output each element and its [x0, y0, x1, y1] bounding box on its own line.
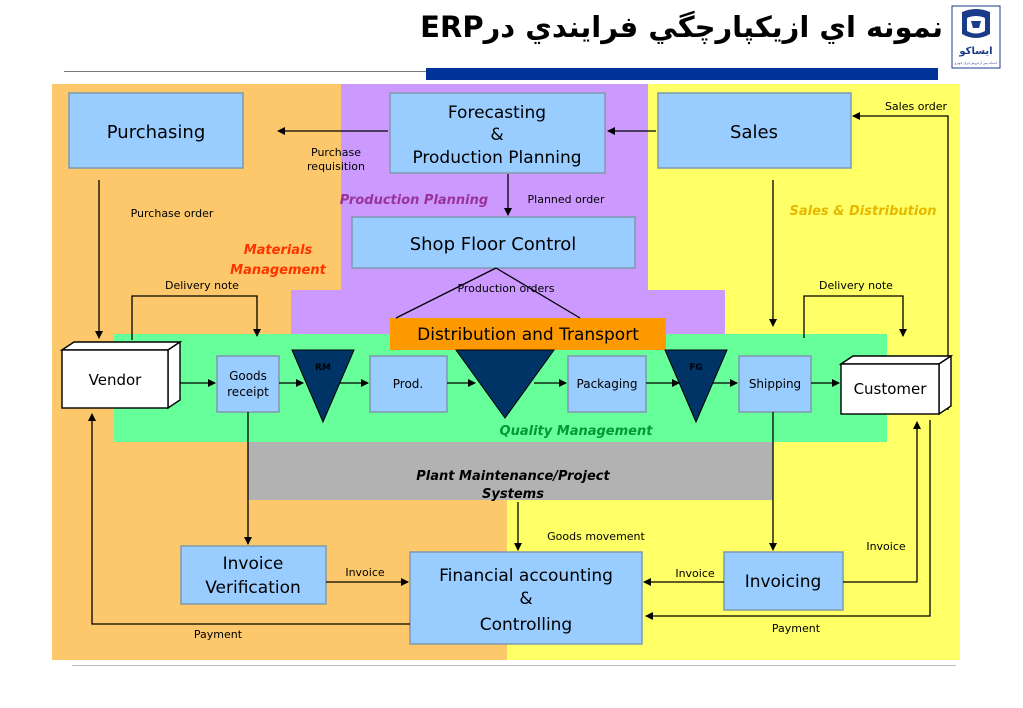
delivery-note-right-arrow — [803, 295, 907, 338]
financial-label-3: Controlling — [480, 615, 572, 635]
logo-subtext: خدمات پس از فروش ایران خودرو — [954, 61, 998, 65]
production-planning-area-label: Production Planning — [340, 193, 488, 208]
forecasting-label-2: & — [490, 125, 503, 145]
production-orders-label: Production orders — [457, 282, 554, 295]
packaging-box — [567, 355, 647, 413]
invoice-right-label: Invoice — [675, 567, 715, 580]
materials-management-label-1: Materials — [244, 243, 313, 258]
payment-right-label: Payment — [772, 622, 821, 635]
invoice-verification-label-1: Invoice — [223, 554, 284, 574]
production-orders-line-left — [395, 267, 497, 319]
delivery-note-left-label: Delivery note — [165, 279, 239, 292]
sales-order-label: Sales order — [885, 100, 948, 113]
delivery-note-left-arrow — [131, 295, 261, 340]
invoice-customer-label: Invoice — [866, 540, 906, 553]
financial-box — [409, 551, 643, 645]
forecasting-box — [389, 92, 606, 174]
goods-receipt-label-1: Goods — [229, 369, 267, 383]
purchase-requisition-label-2: requisition — [307, 160, 365, 173]
invoice-verification-box — [180, 545, 327, 605]
plant-maintenance-label-1: Plant Maintenance/Project — [416, 469, 610, 484]
materials-management-label-2: Management — [230, 263, 326, 278]
arrow-financial-vendor-payment — [88, 413, 410, 625]
quality-management-label: Quality Management — [500, 424, 654, 439]
sales-label: Sales — [730, 122, 778, 143]
invoicing-label: Invoicing — [745, 572, 822, 592]
prod-label: Prod. — [393, 377, 423, 391]
production-triangle — [455, 349, 555, 419]
fg-label: FG — [689, 363, 703, 373]
invoicing-box — [723, 551, 844, 611]
vendor-label: Vendor — [89, 371, 143, 389]
sales-distribution-area-label: Sales & Distribution — [789, 204, 936, 219]
rm-triangle — [291, 349, 355, 424]
distribution-label: Distribution and Transport — [417, 325, 639, 345]
title-bar — [426, 68, 938, 80]
customer-label: Customer — [854, 380, 928, 398]
footer-line — [72, 665, 956, 666]
packaging-label: Packaging — [577, 377, 638, 391]
goods-receipt-box — [216, 355, 280, 413]
shipping-label: Shipping — [749, 377, 801, 391]
page-title: نمونه اي ازيکپارچگي فرايندي درERP — [420, 10, 943, 44]
purchase-order-label: Purchase order — [131, 207, 214, 220]
invoice-verification-label-2: Verification — [205, 578, 301, 598]
arrow-invoicing-customer — [843, 421, 921, 583]
goods-movement-label: Goods movement — [547, 530, 645, 543]
financial-label-2: & — [519, 589, 532, 609]
title-underline — [64, 71, 426, 72]
financial-label-1: Financial accounting — [439, 566, 613, 586]
planned-order-label: Planned order — [528, 193, 605, 206]
fg-triangle — [664, 349, 728, 424]
purchasing-label: Purchasing — [107, 122, 206, 143]
payment-left-label: Payment — [194, 628, 243, 641]
rm-label: RM — [315, 363, 331, 373]
area-plant-bg — [248, 440, 773, 500]
shipping-box — [738, 355, 812, 413]
vendor-node: Vendor — [59, 340, 183, 410]
logo-text: ایساکو — [958, 46, 992, 57]
production-orders-line-right — [495, 267, 581, 319]
forecasting-label-1: Forecasting — [448, 103, 546, 123]
shop-floor-box — [351, 216, 636, 269]
goods-receipt-label-2: receipt — [227, 385, 269, 399]
arrow-customer-financial-payment — [645, 420, 931, 620]
forecasting-label-3: Production Planning — [412, 148, 581, 168]
shop-floor-label: Shop Floor Control — [410, 234, 577, 255]
purchase-requisition-label-1: Purchase — [311, 146, 361, 159]
plant-maintenance-label-2: Systems — [482, 487, 544, 502]
prod-box — [369, 355, 448, 413]
iran-khodro-logo-icon: ایساکو خدمات پس از فروش ایران خودرو — [951, 5, 1001, 69]
delivery-note-right-label: Delivery note — [819, 279, 893, 292]
sales-box — [657, 92, 852, 169]
customer-node: Customer — [838, 354, 954, 416]
arrow-sales-order — [852, 112, 949, 410]
invoice-left-label: Invoice — [345, 566, 385, 579]
distribution-box — [390, 318, 666, 350]
purchasing-box — [68, 92, 244, 169]
